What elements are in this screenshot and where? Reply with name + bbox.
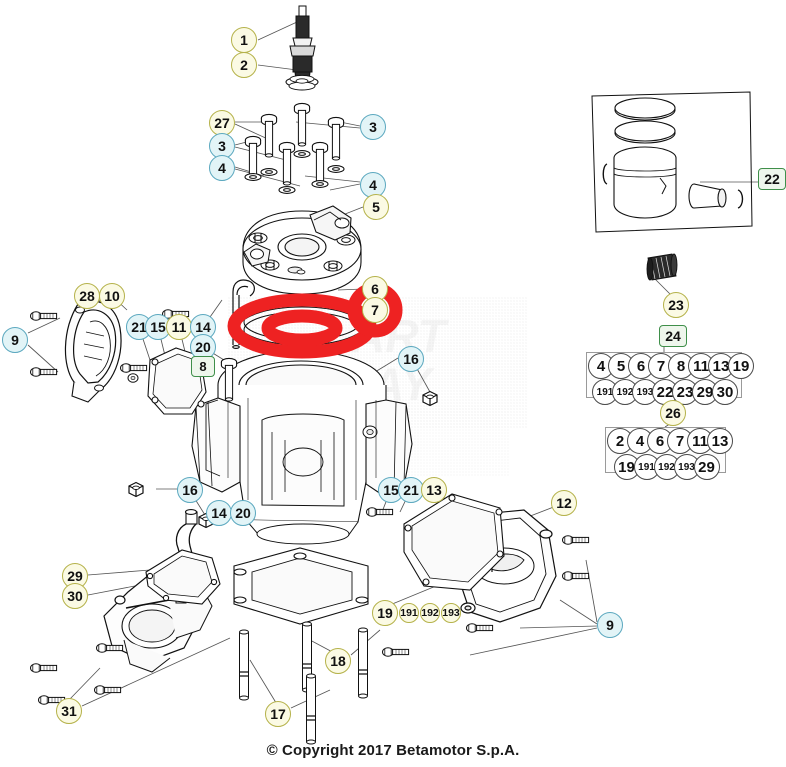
callout-bubble-17[interactable]: 17 <box>265 701 291 727</box>
gasket-kit-26-part-13[interactable]: 13 <box>707 428 733 454</box>
callout-bubble-4[interactable]: 4 <box>209 155 235 181</box>
gasket-variant-19[interactable]: 19 <box>372 600 398 626</box>
callout-bubble-24[interactable]: 24 <box>659 325 687 347</box>
gasket-kit-24-part-30[interactable]: 30 <box>712 379 738 405</box>
callout-bubble-14[interactable]: 14 <box>206 500 232 526</box>
gasket-kit-26-part-6[interactable]: 6 <box>647 428 673 454</box>
callout-bubble-5[interactable]: 5 <box>363 194 389 220</box>
callout-bubble-23[interactable]: 23 <box>663 292 689 318</box>
callout-bubble-26[interactable]: 26 <box>660 400 686 426</box>
gasket-kit-26-part-19[interactable]: 19 <box>613 454 640 480</box>
callout-bubble-1[interactable]: 1 <box>231 27 257 53</box>
callout-bubble-9[interactable]: 9 <box>2 327 28 353</box>
callout-bubble-2[interactable]: 2 <box>231 52 257 78</box>
callout-bubble-20[interactable]: 20 <box>230 500 256 526</box>
gasket-kit-24-part-19[interactable]: 19 <box>728 353 754 379</box>
callout-bubble-8[interactable]: 8 <box>191 356 215 377</box>
callout-bubble-21[interactable]: 21 <box>398 477 424 503</box>
gasket-kit-26-part-29[interactable]: 29 <box>693 454 720 480</box>
callout-bubble-30[interactable]: 30 <box>62 583 88 609</box>
gasket-variant-191[interactable]: 191 <box>399 603 419 623</box>
callout-bubble-20[interactable]: 20 <box>190 334 216 360</box>
callout-bubble-18[interactable]: 18 <box>325 648 351 674</box>
callout-bubble-3[interactable]: 3 <box>360 114 386 140</box>
copyright-footer: © Copyright 2017 Betamotor S.p.A. <box>266 742 520 759</box>
callout-bubble-28[interactable]: 28 <box>74 283 100 309</box>
callout-bubble-9[interactable]: 9 <box>597 612 623 638</box>
callout-bubble-16[interactable]: 16 <box>398 346 424 372</box>
gasket-kit-26-part-191[interactable]: 191 <box>633 454 660 480</box>
callout-bubble-7[interactable]: 7 <box>362 297 388 323</box>
callout-bubble-3[interactable]: 3 <box>209 133 235 159</box>
gasket-variant-192[interactable]: 192 <box>420 603 440 623</box>
callout-bubble-22[interactable]: 22 <box>758 168 786 190</box>
callout-bubble-31[interactable]: 31 <box>56 698 82 724</box>
callout-bubble-10[interactable]: 10 <box>99 283 125 309</box>
callout-bubble-11[interactable]: 11 <box>166 314 192 340</box>
gasket-variant-193[interactable]: 193 <box>441 603 461 623</box>
callout-bubble-16[interactable]: 16 <box>177 477 203 503</box>
callout-bubble-12[interactable]: 12 <box>551 490 577 516</box>
callout-bubble-27[interactable]: 27 <box>209 110 235 136</box>
callout-bubble-13[interactable]: 13 <box>421 477 447 503</box>
callout-bubble-4[interactable]: 4 <box>360 172 386 198</box>
